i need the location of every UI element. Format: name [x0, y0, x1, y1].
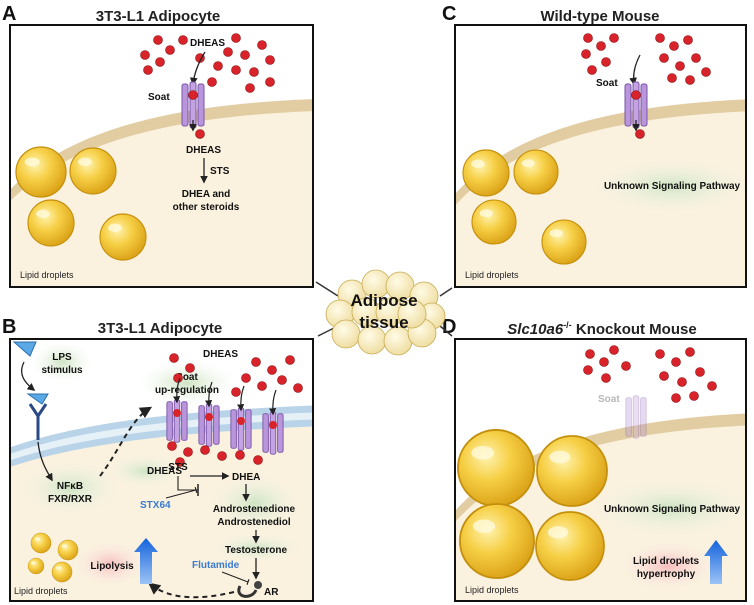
panel-c-frame	[454, 24, 747, 288]
lipid-droplets-label: Lipid droplets	[20, 270, 74, 280]
fxr-rxr-label: FXR/RXR	[48, 494, 93, 505]
soat-upregulation-line2: up-regulation	[155, 385, 219, 396]
androstenediol-label: Androstenediol	[217, 517, 291, 528]
lps-molecule	[12, 341, 37, 357]
panel-a-title: 3T3-L1 Adipocyte	[96, 8, 220, 25]
unknown-pathway-label: Unknown Signaling Pathway	[604, 504, 741, 515]
soat-upregulation-line1: Soat	[176, 372, 198, 383]
center-label-line1: Adipose	[350, 291, 417, 310]
panel-d-letter: D	[442, 316, 456, 338]
panel-d-frame	[454, 338, 747, 602]
hypertrophy-label-line2: hypertrophy	[637, 569, 696, 580]
lipid-droplet	[52, 562, 72, 582]
panel-b-title: 3T3-L1 Adipocyte	[98, 320, 222, 337]
gene-name: Slc10a6	[507, 321, 564, 338]
lipid-droplet	[31, 533, 51, 553]
panel-b: B 3T3-L1 Adipocyte LPS stimulus	[2, 316, 314, 602]
soat-transporter-absent	[625, 395, 647, 439]
unknown-pathway-label: Unknown Signaling Pathway	[604, 181, 741, 192]
product-line2: other steroids	[173, 202, 240, 213]
lps-label-line1: LPS	[52, 352, 72, 363]
panel-c-letter: C	[442, 3, 456, 25]
adipocyte-cluster	[325, 269, 446, 356]
soat-label: Soat	[598, 394, 620, 405]
center-label-line2: tissue	[359, 313, 408, 332]
lipid-droplet	[514, 150, 558, 194]
panel-c-title: Wild-type Mouse	[540, 8, 659, 25]
lipid-droplet	[458, 430, 534, 506]
dheas-molecules	[169, 353, 303, 397]
dhea-label: DHEA	[232, 472, 260, 483]
lipid-droplet	[542, 220, 586, 264]
hypertrophy-label-line1: Lipid droplets	[633, 556, 700, 567]
panel-a-letter: A	[2, 3, 16, 25]
panel-d-title: Slc10a6-/- Knockout Mouse	[507, 320, 696, 338]
nfkb-label: NFκB	[57, 481, 83, 492]
panel-b-frame	[9, 338, 314, 602]
androstenedione-label: Androstenedione	[213, 504, 296, 515]
ar-label: AR	[264, 587, 279, 598]
flutamide-inhibitor: Flutamide	[192, 560, 240, 571]
tlr-receptor	[26, 393, 49, 440]
dheas-molecules	[581, 33, 711, 85]
panel-a: A 3T3-L1 Adipocyte DHEAS Soat DHEAS STS …	[2, 3, 314, 288]
dheas-molecules	[140, 33, 275, 93]
soat-transporters	[166, 399, 284, 455]
increase-arrow	[134, 538, 158, 584]
panel-d: D Slc10a6-/- Knockout Mouse Soat Unknown…	[410, 316, 747, 602]
soat-label: Soat	[596, 78, 618, 89]
lipid-droplet	[16, 147, 66, 197]
knockout-superscript: -/-	[563, 320, 572, 330]
sts-label: STS	[210, 166, 230, 177]
panel-a-frame	[9, 24, 314, 288]
dheas-label-outside: DHEAS	[203, 349, 238, 360]
lipid-droplet	[58, 540, 78, 560]
lipid-droplets-label: Lipid droplets	[465, 270, 519, 280]
lipid-droplet	[28, 200, 74, 246]
testosterone-label: Testosterone	[225, 545, 287, 556]
product-line1: DHEA and	[182, 189, 231, 200]
lipid-droplets-label: Lipid droplets	[465, 585, 519, 595]
dheas-label-inside: DHEAS	[186, 145, 221, 156]
panel-c: C Wild-type Mouse Soat Unknown Signaling…	[442, 3, 747, 288]
center-adipose-tissue: Adipose tissue	[315, 269, 453, 356]
panel-d-title-rest: Knockout Mouse	[572, 321, 697, 338]
panel-b-letter: B	[2, 316, 16, 338]
androgen-receptor	[237, 581, 262, 598]
lipid-droplet	[463, 150, 509, 196]
dheas-label-outside: DHEAS	[190, 38, 225, 49]
lipid-droplet	[100, 214, 146, 260]
lipid-droplet	[70, 148, 116, 194]
lipolysis-label: Lipolysis	[90, 561, 134, 572]
lps-label-line2: stimulus	[41, 365, 83, 376]
lipid-droplets-label: Lipid droplets	[14, 586, 68, 596]
lipid-droplet	[472, 200, 516, 244]
lipid-droplet	[537, 436, 607, 506]
dheas-molecules-inside	[167, 441, 263, 467]
dheas-molecules	[583, 345, 717, 403]
soat-label: Soat	[148, 92, 170, 103]
sts-label: STS	[168, 462, 188, 473]
stx64-inhibitor: STX64	[140, 500, 171, 511]
dheas-label-inside: DHEAS	[147, 466, 182, 477]
lipid-droplet	[28, 558, 44, 574]
lipid-droplet	[536, 512, 604, 580]
lipid-droplet	[460, 504, 534, 578]
increase-arrow	[704, 540, 728, 584]
